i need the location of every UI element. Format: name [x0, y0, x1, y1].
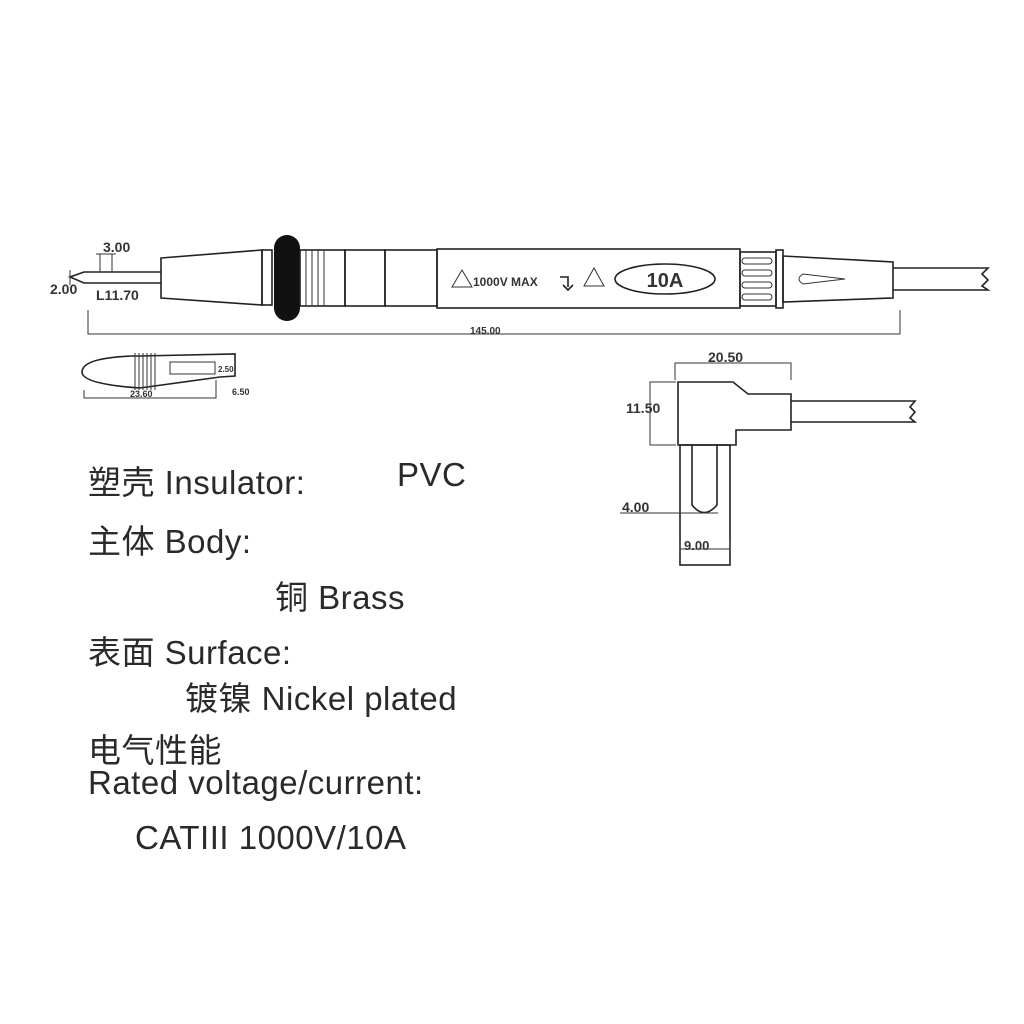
- label-en: Insulator:: [164, 464, 306, 501]
- label-en: Nickel plated: [261, 680, 458, 717]
- spec-electrical: 电气性能: [88, 732, 222, 769]
- probe-label: 1000V MAX 10A: [451, 263, 716, 295]
- svg-text:2.50: 2.50: [218, 365, 234, 374]
- finger-guard: [274, 235, 300, 321]
- dim-total: 145.00: [87, 310, 901, 337]
- svg-text:11.50: 11.50: [626, 400, 660, 416]
- spec-surface-finish: 镀镍 Nickel plated: [185, 672, 457, 720]
- spec-insulator-value: PVC: [397, 456, 467, 493]
- dim-tip-width: 3.00: [103, 239, 130, 255]
- warning-icon: [451, 269, 473, 288]
- label-cn: 表面: [88, 634, 155, 671]
- svg-text:6.50: 6.50: [232, 387, 250, 397]
- svg-text:23.60: 23.60: [130, 389, 153, 399]
- label-cn: 主体: [88, 523, 155, 560]
- label-en: Brass: [318, 579, 406, 616]
- label-en: Body:: [164, 523, 252, 560]
- label-cn: 塑壳: [88, 464, 155, 501]
- rating-text: 1000V MAX: [473, 275, 538, 289]
- plug-detail: 20.50 11.50 4.00 9.00: [620, 349, 918, 566]
- label-cn: 镀镍: [185, 680, 252, 717]
- spec-insulator: 塑壳 Insulator:: [88, 456, 305, 504]
- svg-text:4.00: 4.00: [622, 499, 649, 515]
- current-rating: 10A: [647, 270, 684, 292]
- warning-icon: [583, 266, 605, 287]
- spec-rated-value: CATIII 1000V/10A: [135, 819, 407, 856]
- ground-icon: [560, 276, 574, 292]
- svg-text:9.00: 9.00: [684, 538, 709, 553]
- svg-text:20.50: 20.50: [708, 349, 743, 365]
- probe-body: [160, 235, 991, 321]
- spec-surface: 表面 Surface:: [88, 626, 292, 674]
- svg-text:145.00: 145.00: [470, 326, 501, 337]
- tip-detail: 23.60 2.50 6.50: [81, 353, 250, 399]
- spec-body-material: 铜 Brass: [275, 571, 405, 619]
- dim-tip-thickness: 2.00: [50, 281, 77, 297]
- spec-body: 主体 Body:: [88, 515, 252, 563]
- probe-tip: [67, 253, 161, 285]
- label-cn: 铜: [275, 579, 309, 616]
- spec-rated-label: Rated voltage/current:: [88, 764, 424, 801]
- dim-tip-length: L11.70: [96, 287, 139, 303]
- label-en: Surface:: [164, 634, 292, 671]
